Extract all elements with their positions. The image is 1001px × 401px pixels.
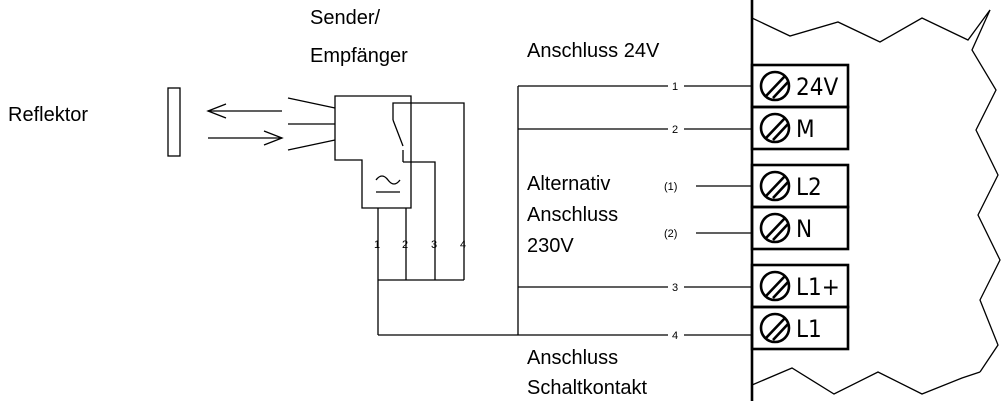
sensor-pin-1: 1 <box>374 239 380 251</box>
screw-icon-l1 <box>759 312 791 344</box>
alt-label-line2: Anschluss <box>527 204 618 226</box>
reflector-label: Reflektor <box>8 104 88 126</box>
alt-label-line1: Alternativ <box>527 173 610 195</box>
internal-wires <box>392 102 465 280</box>
terminal-label-l1: L1 <box>796 315 822 343</box>
reflector <box>167 87 181 157</box>
screw-icon-l2 <box>759 170 791 202</box>
sensor-housing <box>334 95 412 209</box>
ac-symbol-icon <box>375 175 401 193</box>
terminal-label-l1plus: L1+ <box>796 273 840 301</box>
enclosure <box>750 0 1001 401</box>
terminal-label-n: N <box>796 215 812 243</box>
sensor-bus-bar <box>378 279 518 336</box>
sender-label-line1: Sender/ <box>310 7 380 29</box>
switch-contact-icon <box>392 106 404 162</box>
conn-24v-label: Anschluss 24V <box>527 40 660 62</box>
wire-number-3: 3 <box>672 282 678 294</box>
wire-number-1: 1 <box>672 81 678 93</box>
terminal-block: 24V M L2 N L1+ L1 <box>750 63 850 351</box>
screw-icon-m <box>759 112 791 144</box>
sensor-rays <box>287 97 336 151</box>
screw-icon-n <box>759 212 791 244</box>
screw-icon-l1plus <box>759 270 791 302</box>
switch-conn-label-line1: Anschluss <box>527 347 618 369</box>
wire-number-alt-2: (2) <box>664 228 677 240</box>
sensor-pin-2: 2 <box>402 239 408 251</box>
sensor-pin-3: 3 <box>431 239 437 251</box>
beam-arrows <box>206 103 284 146</box>
alt-label-line3: 230V <box>527 235 574 257</box>
wire-number-2: 2 <box>672 124 678 136</box>
switch-conn-label-line2: Schaltkontakt <box>527 377 648 399</box>
screw-icon-24v <box>759 70 791 102</box>
wire-number-4: 4 <box>672 330 678 342</box>
terminal-label-24v: 24V <box>796 73 838 101</box>
terminal-label-l2: L2 <box>796 173 822 201</box>
sensor-pin-4: 4 <box>460 239 466 251</box>
terminal-label-m: M <box>796 115 815 143</box>
wire-number-alt-1: (1) <box>664 181 677 193</box>
sender-label-line2: Empfänger <box>310 45 408 67</box>
sensor-pin-wires <box>377 208 407 335</box>
